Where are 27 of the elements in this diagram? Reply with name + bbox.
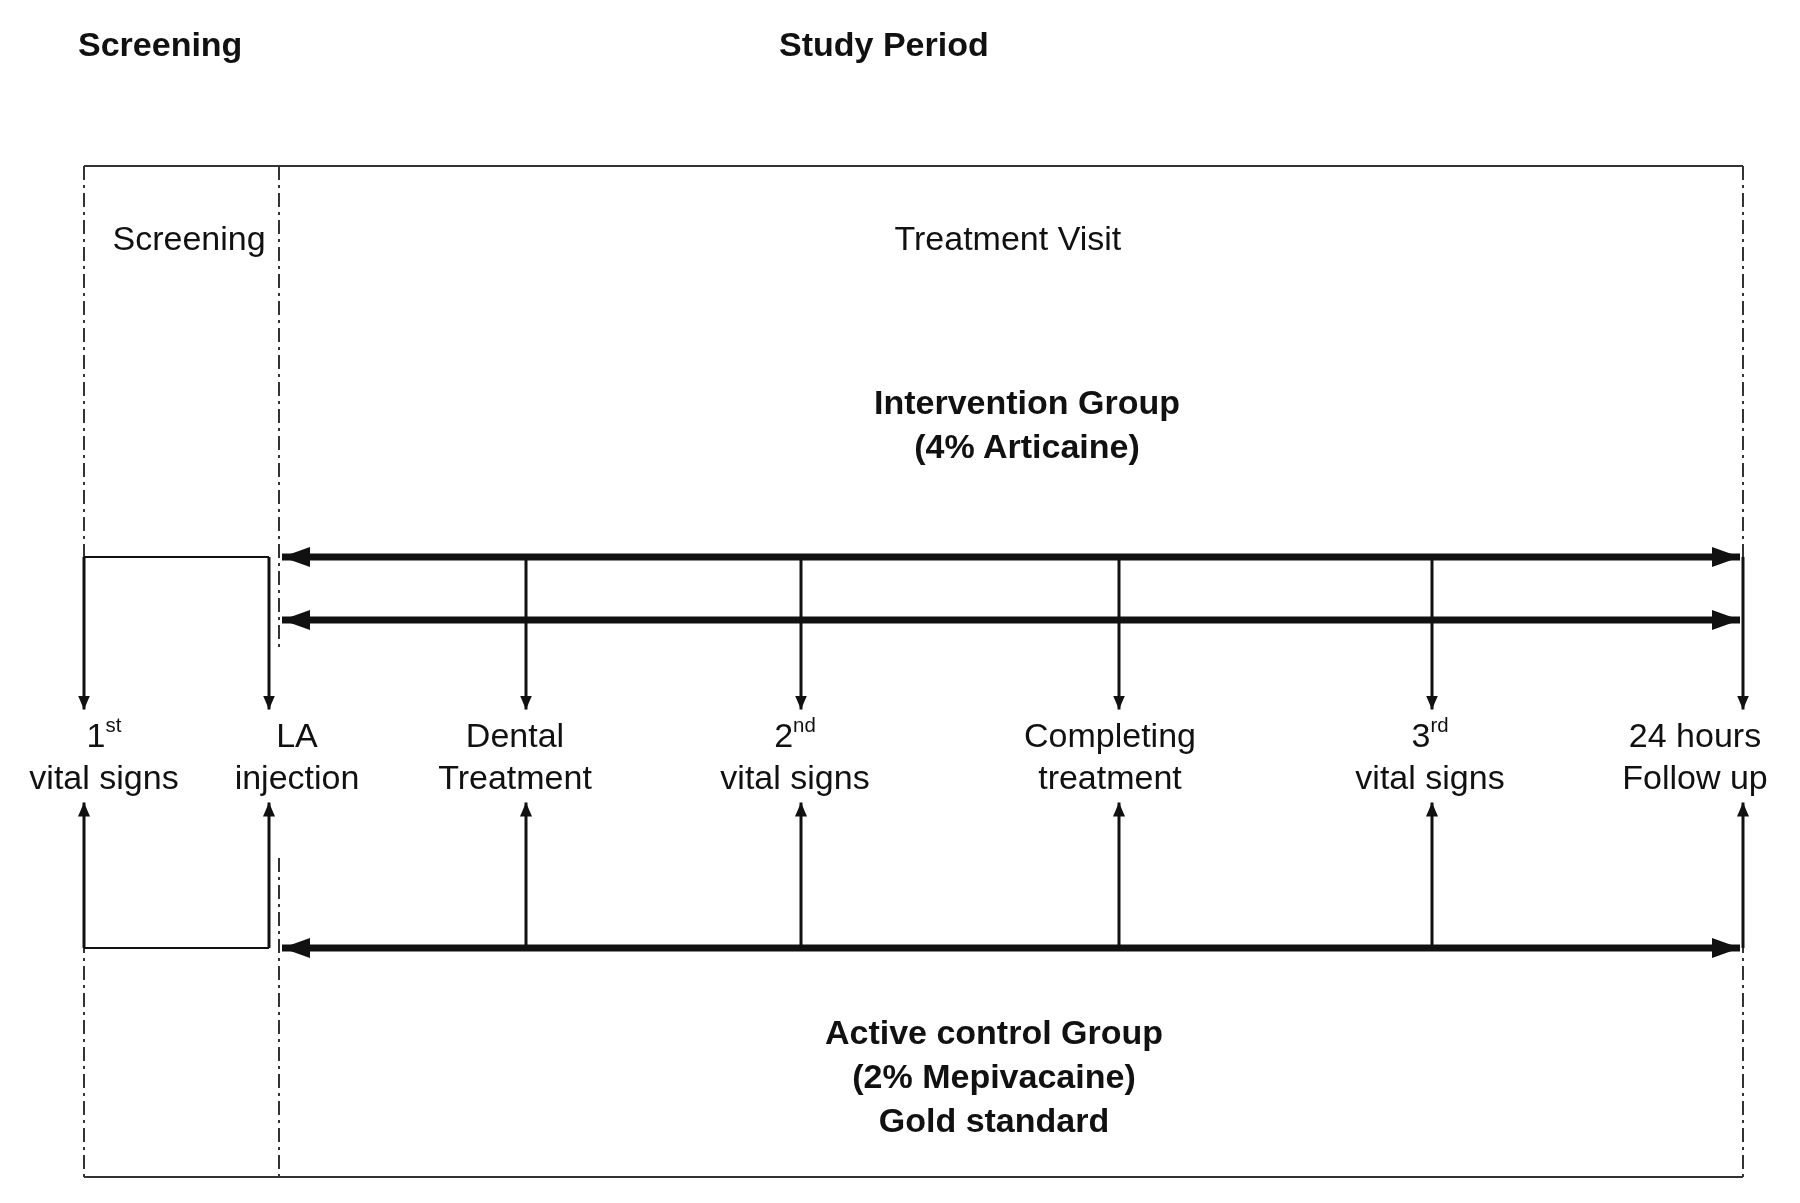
event-label: 3$^{rd}$ vital signs: [1354, 713, 1506, 798]
group-label: Active control Group (2% Mepivacaine) Gold standard: [823, 1012, 1165, 1142]
arrow: [1426, 557, 1438, 710]
arrow: [1737, 802, 1749, 948]
arrow: [520, 802, 532, 948]
arrow: [1426, 802, 1438, 948]
arrow: [78, 557, 90, 710]
arrow: [795, 802, 807, 948]
event-label: 24 hours Follow up: [1621, 714, 1769, 798]
phase-label: Treatment Visit: [894, 218, 1122, 259]
event-label: 1$^{st}$ vital signs: [28, 713, 180, 798]
phase-heading: Screening: [78, 24, 243, 65]
arrow: [78, 802, 90, 948]
arrow: [1737, 557, 1749, 710]
event-label: Completing treatment: [1023, 714, 1197, 798]
arrow: [263, 557, 275, 710]
arrow: [520, 557, 532, 710]
event-label: 2$^{nd}$ vital signs: [719, 713, 871, 798]
arrow: [795, 557, 807, 710]
phase-label: Screening: [112, 218, 266, 259]
phase-heading: Study Period: [779, 24, 989, 65]
event-label: Dental Treatment: [437, 714, 593, 798]
arrow: [1113, 802, 1125, 948]
group-label: Intervention Group (4% Articaine): [873, 382, 1181, 468]
arrow: [1113, 557, 1125, 710]
event-label: LA injection: [233, 714, 361, 798]
arrow: [263, 802, 275, 948]
